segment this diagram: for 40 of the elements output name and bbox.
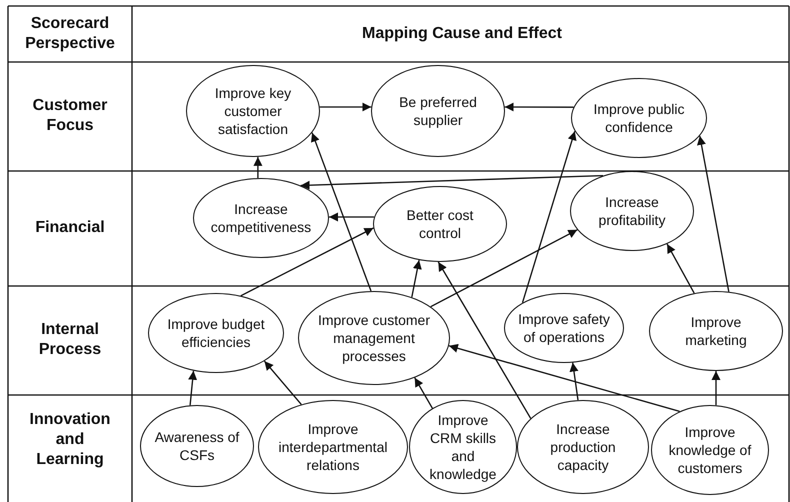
arrow xyxy=(448,344,680,412)
objective-text: Improve safety of operations xyxy=(517,310,611,346)
arrow xyxy=(329,212,374,222)
arrow xyxy=(311,132,372,292)
arrow xyxy=(666,244,695,294)
row-header: Financial xyxy=(34,218,106,238)
objective-text: Increase profitability xyxy=(598,193,666,229)
arrow xyxy=(430,229,578,308)
objective-text: Improve public confidence xyxy=(592,100,686,136)
objective-text: Be preferred supplier xyxy=(398,93,478,129)
objective-text: Improve customer management processes xyxy=(316,311,432,365)
arrow xyxy=(522,131,576,303)
arrow xyxy=(264,360,302,405)
column-header: Mapping Cause and Effect xyxy=(360,24,564,44)
arrow xyxy=(504,102,574,112)
objective-text: Improve budget efficiencies xyxy=(166,315,266,351)
arrow xyxy=(712,371,720,406)
objective-text: Improve key customer satisfaction xyxy=(214,84,292,138)
objective-text: Improve CRM skills and knowledge xyxy=(428,411,498,483)
row-header: Internal Process xyxy=(38,320,102,360)
arrow xyxy=(300,174,604,190)
arrow xyxy=(320,102,372,112)
arrow xyxy=(570,362,579,400)
objective-text: Better cost control xyxy=(406,206,474,242)
row-header: Innovation and Learning xyxy=(28,410,112,470)
arrow xyxy=(414,377,433,409)
objective-text: Awareness of CSFs xyxy=(154,428,240,464)
column-header: Scorecard Perspective xyxy=(24,14,116,54)
objective-text: Increase competitiveness xyxy=(210,200,312,236)
arrow xyxy=(188,370,198,406)
arrow xyxy=(253,156,262,178)
arrow xyxy=(240,227,374,296)
arrow xyxy=(411,260,422,298)
arrow xyxy=(697,136,730,292)
row-header: Customer Focus xyxy=(32,96,108,136)
objective-text: Improve interdepartmental relations xyxy=(278,420,388,474)
objective-text: Increase production capacity xyxy=(549,420,617,474)
objective-text: Improve marketing xyxy=(684,313,748,349)
objective-text: Improve knowledge of customers xyxy=(668,423,752,477)
arrow xyxy=(438,262,532,419)
